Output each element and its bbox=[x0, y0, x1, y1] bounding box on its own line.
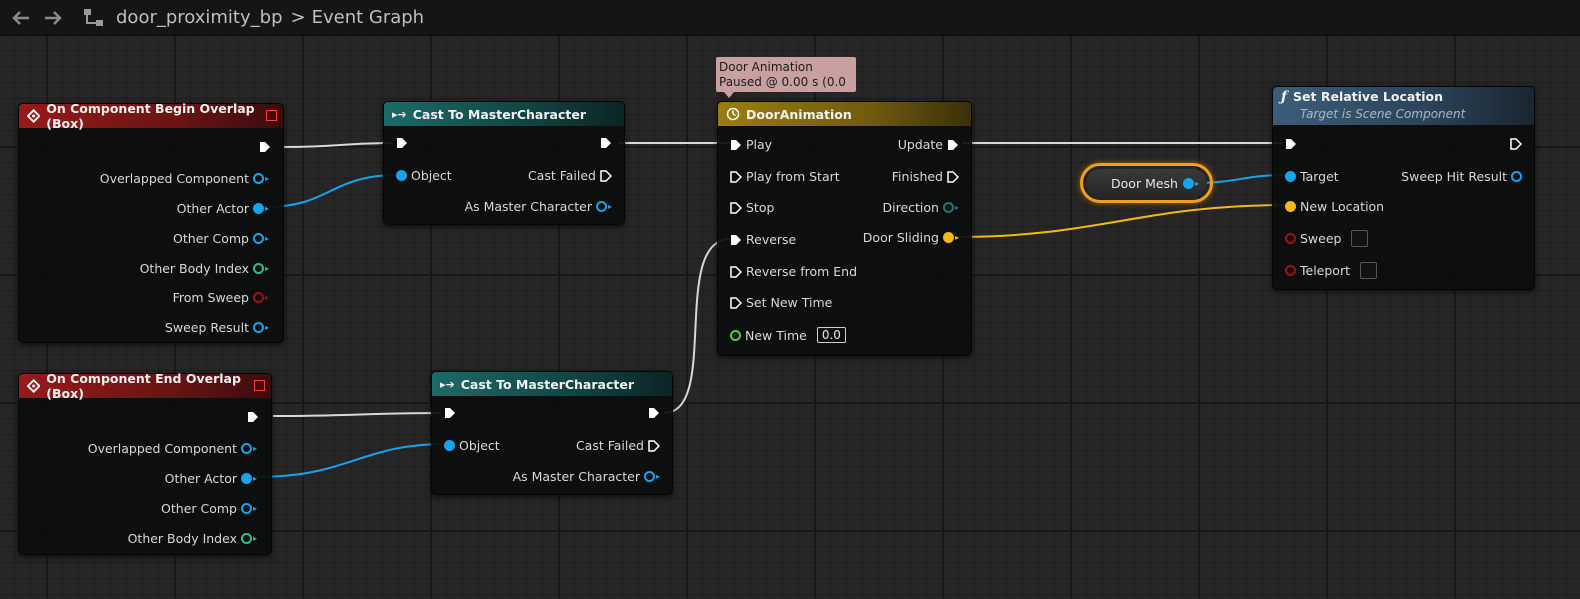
pin-play[interactable]: Play bbox=[730, 137, 776, 152]
exec-in-pin[interactable] bbox=[444, 407, 456, 419]
exec-wire-begin-to-cast1 bbox=[283, 142, 394, 148]
exec-out-pin[interactable] bbox=[1510, 138, 1522, 150]
timeline-status-tooltip: Door Animation Paused @ 0.00 s (0.0 %) bbox=[716, 57, 856, 104]
cast-icon: ▸➔ bbox=[440, 377, 455, 391]
teleport-checkbox[interactable] bbox=[1360, 262, 1377, 279]
exec-pin-outline-icon bbox=[947, 170, 959, 183]
pin-cast-failed[interactable]: Cast Failed bbox=[572, 438, 660, 453]
delegate-pin-icon[interactable] bbox=[254, 380, 265, 391]
pin-other-comp[interactable]: Other Comp▸ bbox=[161, 501, 257, 516]
node-title: On Component Begin Overlap (Box) bbox=[46, 101, 255, 131]
exec-pin-icon bbox=[445, 408, 455, 418]
pin-play-from-start[interactable]: Play from Start bbox=[730, 169, 844, 184]
pin-object[interactable]: Object bbox=[444, 438, 504, 453]
breadcrumb-separator: > bbox=[290, 7, 306, 28]
pin-other-actor[interactable]: Other Actor▸ bbox=[176, 201, 269, 216]
end-overlap-event-node[interactable]: On Component End Overlap (Box) Overlappe… bbox=[18, 371, 272, 555]
pin-sweep-result[interactable]: Sweep Result▸ bbox=[164, 320, 269, 335]
clock-icon bbox=[726, 107, 740, 121]
exec-out-pin[interactable] bbox=[259, 141, 271, 153]
exec-pin-icon bbox=[601, 138, 611, 148]
pin-overlapped-component[interactable]: Overlapped Component▸ bbox=[99, 171, 269, 186]
pin-other-body-index[interactable]: Other Body Index▸ bbox=[139, 261, 269, 276]
breadcrumb-graph[interactable]: Event Graph bbox=[311, 7, 425, 28]
pin-new-time[interactable]: New Time 0.0 bbox=[730, 327, 846, 343]
pin-as-master-character[interactable]: As Master Character▸ bbox=[464, 199, 612, 214]
exec-out-pin[interactable] bbox=[648, 407, 660, 419]
pin-direction[interactable]: Direction▸ bbox=[882, 200, 960, 215]
sweep-checkbox[interactable] bbox=[1351, 230, 1369, 247]
cast-to-mastercharacter-node-1[interactable]: ▸➔ Cast To MasterCharacter Object Cast F… bbox=[383, 101, 625, 225]
event-diamond-icon bbox=[27, 379, 41, 393]
new-time-input[interactable]: 0.0 bbox=[816, 327, 846, 343]
pin-new-location[interactable]: New Location bbox=[1285, 199, 1388, 214]
door-animation-timeline-node[interactable]: DoorAnimation Play Play from Start Stop … bbox=[717, 101, 972, 356]
exec-pin-outline-icon bbox=[1510, 138, 1522, 150]
door-mesh-label: Door Mesh bbox=[1111, 175, 1178, 191]
event-diamond-icon bbox=[27, 109, 41, 123]
node-subtitle: Target is Scene Component bbox=[1300, 107, 1466, 121]
pin-other-comp[interactable]: Other Comp▸ bbox=[173, 231, 269, 246]
exec-pin-icon bbox=[731, 234, 741, 245]
node-title: Set Relative Location bbox=[1293, 89, 1444, 104]
function-icon: ƒ bbox=[1281, 89, 1288, 105]
exec-out-pin[interactable] bbox=[600, 137, 612, 149]
pin-object[interactable]: Object bbox=[396, 168, 456, 183]
back-arrow-icon[interactable] bbox=[10, 7, 32, 29]
pin-cast-failed[interactable]: Cast Failed bbox=[524, 168, 612, 183]
object-wire-actor-to-cast2 bbox=[255, 443, 447, 478]
breadcrumb-blueprint[interactable]: door_proximity_bp bbox=[116, 7, 283, 28]
exec-pin-icon bbox=[260, 142, 270, 152]
exec-pin-icon bbox=[731, 139, 741, 150]
pin-finished[interactable]: Finished bbox=[888, 169, 959, 184]
exec-pin-icon bbox=[649, 408, 659, 418]
pin-door-sliding[interactable]: Door Sliding▸ bbox=[862, 230, 959, 245]
door-mesh-out-pin[interactable] bbox=[1182, 177, 1194, 189]
pin-update[interactable]: Update bbox=[894, 137, 959, 152]
node-title: Cast To MasterCharacter bbox=[460, 376, 634, 392]
exec-pin-outline-icon bbox=[730, 170, 742, 183]
forward-arrow-icon[interactable] bbox=[42, 7, 64, 29]
node-title: On Component End Overlap (Box) bbox=[46, 371, 241, 401]
exec-pin-icon bbox=[1286, 139, 1296, 149]
object-wire-actor-to-cast1 bbox=[265, 174, 399, 208]
pin-set-new-time[interactable]: Set New Time bbox=[730, 295, 836, 310]
cast-icon: ▸➔ bbox=[392, 107, 407, 121]
exec-pin-outline-icon bbox=[730, 296, 742, 309]
pin-reverse-from-end[interactable]: Reverse from End bbox=[730, 264, 861, 279]
delegate-pin-icon[interactable] bbox=[266, 110, 277, 121]
door-mesh-variable-node[interactable]: Door Mesh ▸ bbox=[1080, 163, 1213, 203]
exec-pin-outline-icon bbox=[600, 169, 612, 182]
pin-from-sweep[interactable]: From Sweep▸ bbox=[172, 290, 269, 305]
exec-pin-icon bbox=[948, 139, 958, 150]
exec-wire-end-to-cast2 bbox=[272, 412, 441, 417]
pin-overlapped-component[interactable]: Overlapped Component▸ bbox=[87, 441, 257, 456]
pin-reverse[interactable]: Reverse bbox=[730, 232, 800, 247]
blueprint-graph-icon bbox=[82, 6, 106, 30]
exec-pin-icon bbox=[248, 412, 258, 422]
exec-pin-outline-icon bbox=[730, 201, 742, 214]
exec-in-pin[interactable] bbox=[1285, 138, 1297, 150]
node-title: Cast To MasterCharacter bbox=[412, 106, 586, 122]
exec-pin-outline-icon bbox=[648, 439, 660, 452]
pin-other-actor[interactable]: Other Actor▸ bbox=[164, 471, 257, 486]
pin-as-master-character[interactable]: As Master Character▸ bbox=[512, 469, 660, 484]
begin-overlap-event-node[interactable]: On Component Begin Overlap (Box) Overlap… bbox=[18, 101, 284, 343]
exec-pin-outline-icon bbox=[730, 265, 742, 278]
graph-toolbar: door_proximity_bp > Event Graph bbox=[0, 0, 1580, 36]
exec-pin-icon bbox=[397, 138, 407, 148]
set-relative-location-node[interactable]: ƒ Set Relative Location Target is Scene … bbox=[1272, 86, 1535, 290]
pin-sweep[interactable]: Sweep bbox=[1285, 230, 1369, 247]
exec-out-pin[interactable] bbox=[247, 411, 259, 423]
pin-sweep-hit-result[interactable]: Sweep Hit Result bbox=[1397, 169, 1522, 184]
vector-wire-sliding-to-location bbox=[954, 204, 1289, 238]
pin-teleport[interactable]: Teleport bbox=[1285, 262, 1377, 279]
exec-in-pin[interactable] bbox=[396, 137, 408, 149]
node-title: DoorAnimation bbox=[746, 106, 852, 122]
pin-target[interactable]: Target bbox=[1285, 169, 1343, 184]
cast-to-mastercharacter-node-2[interactable]: ▸➔ Cast To MasterCharacter Object Cast F… bbox=[431, 371, 673, 495]
pin-stop[interactable]: Stop bbox=[730, 200, 778, 215]
pin-other-body-index[interactable]: Other Body Index▸ bbox=[127, 531, 257, 546]
